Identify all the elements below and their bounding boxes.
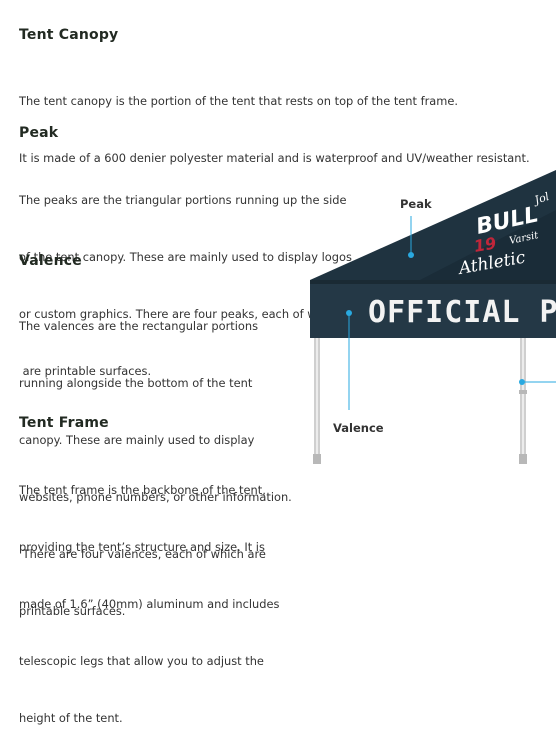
tent-valence bbox=[310, 280, 556, 338]
peak-graphic-text: Jol bbox=[531, 190, 551, 208]
text-line: The valences are the rectangular portion… bbox=[19, 319, 259, 333]
section-title-tent-canopy: Tent Canopy bbox=[19, 27, 119, 43]
section-title-peak: Peak bbox=[19, 125, 59, 141]
text-line: running alongside the bottom of the tent bbox=[19, 376, 253, 390]
section-title-tent-frame: Tent Frame bbox=[19, 415, 109, 431]
text-line: are printable surfaces. bbox=[19, 364, 152, 378]
text-line: The tent frame is the backbone of the te… bbox=[19, 483, 266, 497]
leg-highlight bbox=[522, 336, 524, 464]
valence-edge bbox=[310, 280, 556, 284]
tent-illustration: Jol BULL 19 Varsit Athletic OFFICIAL P bbox=[310, 170, 556, 464]
text-line: made of 1.6” (40mm) aluminum and include… bbox=[19, 597, 280, 611]
leg-foot bbox=[313, 454, 321, 464]
callout-label-peak: Peak bbox=[400, 197, 432, 211]
peak-shade bbox=[420, 210, 556, 280]
leg-foot bbox=[519, 454, 527, 464]
tent-canopy-description: The tent canopy is the portion of the te… bbox=[19, 54, 530, 187]
text-line: websites, phone numbers, or other inform… bbox=[19, 490, 292, 504]
peak-graphic-text: 19 bbox=[472, 233, 497, 256]
callout-label-valence: Valence bbox=[333, 421, 384, 435]
section-title-valence: Valence bbox=[19, 253, 82, 269]
leg-highlight bbox=[316, 336, 318, 464]
valence-graphic-text: OFFICIAL P bbox=[368, 295, 556, 330]
text-line: providing the tent’s structure and size.… bbox=[19, 540, 265, 554]
text-line: of the tent canopy. These are mainly use… bbox=[19, 250, 352, 264]
text-line: The peaks are the triangular portions ru… bbox=[19, 193, 347, 207]
leg-joint bbox=[519, 390, 527, 394]
text-line: telescopic legs that allow you to adjust… bbox=[19, 654, 264, 668]
text-line: canopy. These are mainly used to display bbox=[19, 433, 255, 447]
text-line: height of the tent. bbox=[19, 711, 123, 725]
peak-callout-dot bbox=[408, 252, 414, 258]
text-line: The tent canopy is the portion of the te… bbox=[19, 94, 458, 108]
tent-frame-description: The tent frame is the backbone of the te… bbox=[19, 443, 279, 747]
text-line: It is made of a 600 denier polyester mat… bbox=[19, 151, 530, 165]
frame-callout-dot bbox=[519, 379, 525, 385]
valence-callout-dot bbox=[346, 310, 352, 316]
